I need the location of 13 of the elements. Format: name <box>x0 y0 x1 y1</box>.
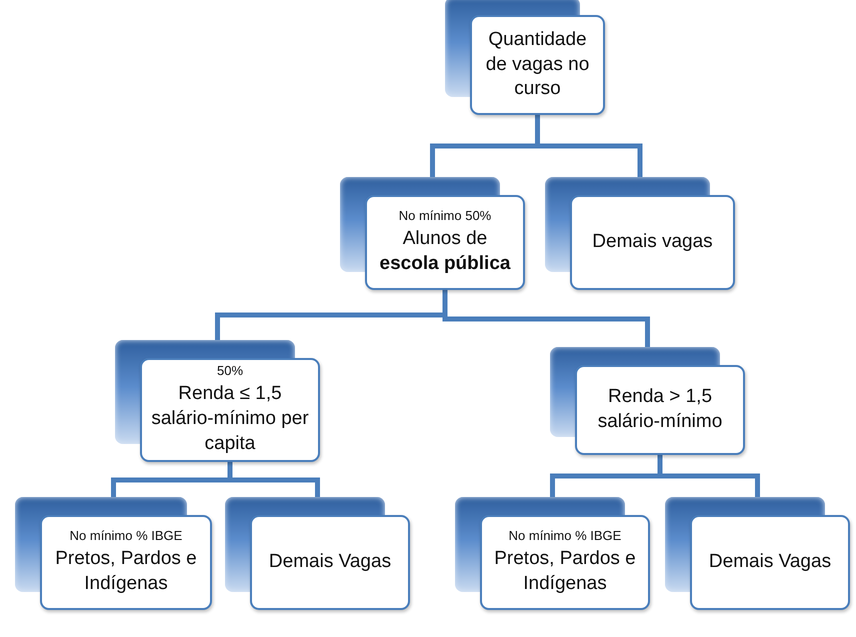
node-text: Demais Vagas <box>708 550 832 574</box>
node-note: No mínimo % IBGE <box>508 528 622 544</box>
node-note: No mínimo % IBGE <box>70 528 182 544</box>
node-text: Alunos de escola pública <box>378 227 512 276</box>
node-text: Quantidade de vagas no curso <box>484 28 590 102</box>
node-text: Renda ≤ 1,5 salário-mínimo per capita <box>150 382 310 456</box>
node-text: Pretos, Pardos e Indígenas <box>493 547 637 596</box>
node-text: Demais Vagas <box>268 550 392 574</box>
node-text: Pretos, Pardos e Indígenas <box>54 547 198 596</box>
node-note: No mínimo 50% <box>398 208 492 224</box>
node-text: Demais vagas <box>592 230 713 254</box>
node-text: Renda > 1,5 salário-mínimo <box>596 385 724 434</box>
node-note: 50% <box>216 363 244 378</box>
